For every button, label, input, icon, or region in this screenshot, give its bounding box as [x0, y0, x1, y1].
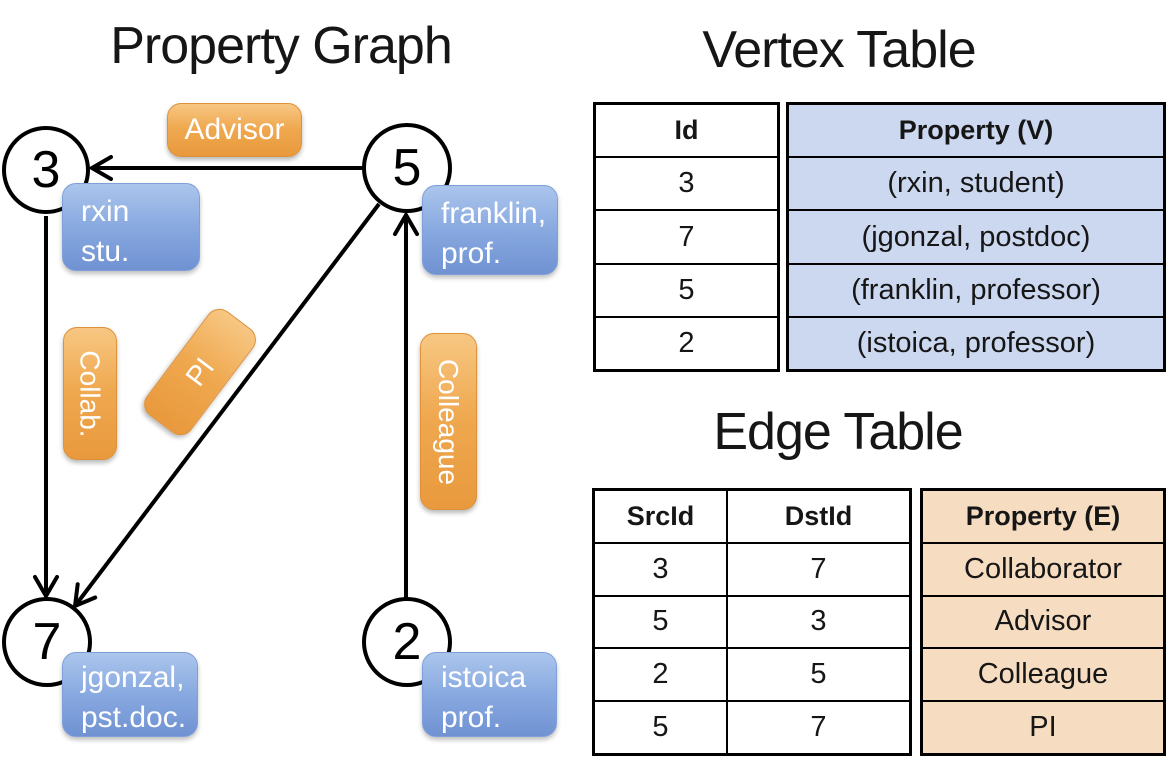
edge-table-dst-cell: 3 [726, 596, 909, 648]
vertex-prop-franklin-line2: prof. [441, 237, 502, 270]
vertex-prop-jgonzal-line2: pst.doc. [81, 701, 187, 734]
edge-table-dst-cell: 7 [726, 543, 909, 595]
vertex-table-id-cell: 2 [596, 315, 777, 369]
edge-table-property-cell: PI [923, 700, 1163, 753]
vertex-table-header-id: Id [674, 115, 699, 146]
edge-label-collab: Collab. [63, 327, 117, 460]
edge-table-header-srcid: SrcId [626, 500, 695, 531]
vertex-prop-rxin: rxin stu. [62, 183, 200, 271]
edge-table: SrcId DstId 3 7 5 3 2 5 5 7 Property (E)… [592, 488, 1166, 756]
edge-label-collab-text: Collab. [75, 349, 107, 438]
vertex-node-2-label: 2 [392, 613, 422, 671]
vertex-node-5: 5 [362, 123, 452, 213]
edge-table-src-cell: 2 [652, 658, 669, 691]
edge-table-src-cell: 5 [652, 711, 669, 744]
property-graph-title: Property Graph [110, 17, 452, 75]
edge-table-header-property: Property (E) [965, 500, 1121, 531]
vertex-prop-franklin-line1: franklin, [441, 197, 547, 230]
vertex-table-id-cell: 3 [596, 156, 777, 209]
vertex-table-id-cell: 5 [596, 262, 777, 316]
edge-label-advisor: Advisor [167, 103, 302, 157]
vertex-table-property-cell: (franklin, professor) [789, 262, 1163, 316]
edge-label-pi-text: PI [179, 351, 220, 392]
edge-table-property-cell: Advisor [923, 594, 1163, 648]
vertex-table-property-column: Property (V) (rxin, student) (jgonzal, p… [786, 102, 1166, 372]
edge-table-property-cell: Collaborator [923, 541, 1163, 595]
graph-edges-svg [33, 155, 419, 610]
vertex-node-2: 2 [362, 597, 452, 687]
edge-label-colleague: Colleague [420, 333, 477, 510]
vertex-table-id-column: Id 3 7 5 2 [593, 102, 780, 372]
edge-table-property-column: Property (E) Collaborator Advisor Collea… [920, 488, 1166, 756]
vertex-prop-rxin-line2: stu. [81, 235, 130, 268]
vertex-table-property-cell: (jgonzal, postdoc) [789, 209, 1163, 262]
edge-table-ids-columns: SrcId DstId 3 7 5 3 2 5 5 7 [592, 488, 912, 756]
edge-label-advisor-text: Advisor [184, 113, 285, 146]
vertex-table: Id 3 7 5 2 Property (V) (rxin, student) … [593, 102, 1166, 372]
edge-table-src-cell: 3 [652, 552, 669, 585]
vertex-node-7-label: 7 [32, 613, 62, 671]
vertex-prop-franklin: franklin, prof. [422, 185, 558, 275]
vertex-table-property-cell: (rxin, student) [789, 156, 1163, 209]
vertex-node-3-label: 3 [31, 141, 61, 199]
edge-table-dst-cell: 5 [726, 649, 909, 701]
edge-table-property-cell: Colleague [923, 647, 1163, 700]
edge-table-dst-cell: 7 [726, 702, 909, 753]
vertex-prop-istoica-line2: prof. [441, 701, 502, 734]
vertex-table-id-cell: 7 [596, 209, 777, 262]
edge-table-header-dstid: DstId [726, 491, 909, 542]
edge-table-title: Edge Table [713, 403, 963, 461]
vertex-prop-rxin-line1: rxin [81, 195, 130, 228]
vertex-prop-jgonzal-line1: jgonzal, [81, 661, 185, 694]
vertex-prop-istoica-line1: istoica [441, 661, 527, 694]
vertex-prop-istoica: istoica prof. [422, 652, 557, 737]
edge-pi-5-7 [72, 202, 381, 610]
vertex-prop-jgonzal: jgonzal, pst.doc. [62, 652, 198, 737]
vertex-table-header-property: Property (V) [898, 115, 1054, 146]
vertex-table-title: Vertex Table [702, 21, 976, 79]
edge-label-colleague-text: Colleague [433, 358, 465, 485]
vertex-table-property-cell: (istoica, professor) [789, 315, 1163, 369]
edge-table-src-cell: 5 [652, 605, 669, 638]
vertex-node-5-label: 5 [392, 139, 422, 197]
